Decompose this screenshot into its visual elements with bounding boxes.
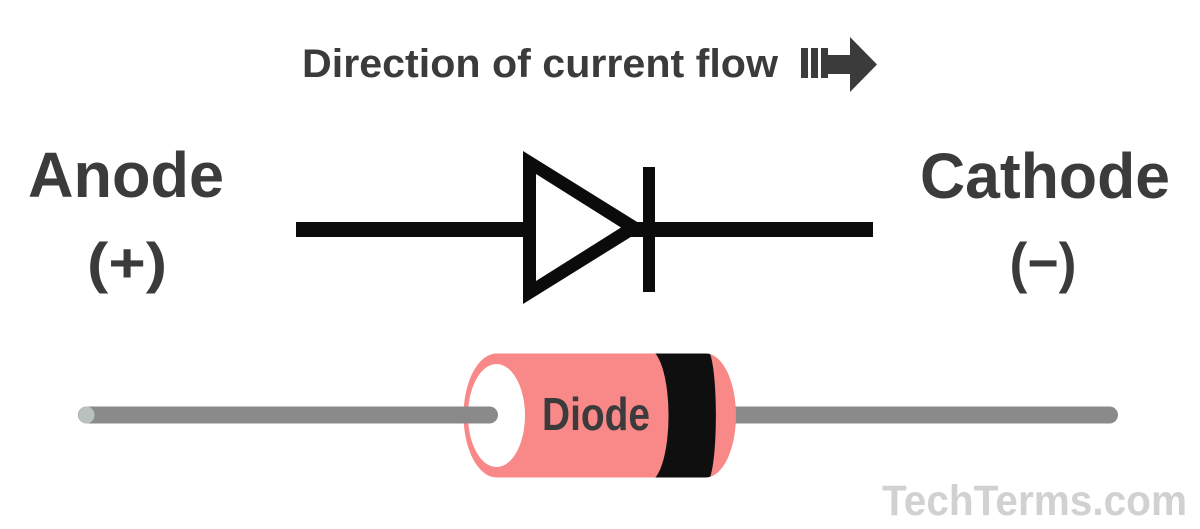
anode-lead-wire — [78, 406, 498, 424]
current-flow-header: Direction of current flow — [302, 37, 877, 92]
cathode-label: Cathode — [920, 140, 1170, 212]
anode-label-group: Anode (+) — [28, 139, 224, 294]
diode-schematic-symbol — [296, 151, 873, 304]
motion-line-1 — [801, 48, 808, 78]
cathode-polarity: (−) — [1010, 231, 1077, 294]
anode-lead-tip — [78, 406, 95, 424]
cathode-label-group: Cathode (−) — [920, 140, 1170, 294]
symbol-triangle-inner — [536, 174, 621, 281]
anode-label: Anode — [28, 139, 224, 211]
arrow-head — [850, 37, 877, 92]
watermark: TechTerms.com — [882, 477, 1187, 525]
diode-component: Diode — [78, 353, 1118, 478]
arrow-stem — [828, 55, 853, 74]
motion-arrow-right-icon — [801, 37, 877, 92]
anode-polarity: (+) — [87, 231, 167, 294]
diode-body-label: Diode — [542, 388, 650, 440]
motion-line-2 — [811, 48, 818, 78]
motion-line-3 — [821, 48, 828, 78]
cathode-lead-wire — [700, 406, 1118, 424]
symbol-cathode-bar — [643, 167, 655, 292]
current-flow-title: Direction of current flow — [302, 42, 779, 86]
cathode-band — [651, 353, 716, 478]
